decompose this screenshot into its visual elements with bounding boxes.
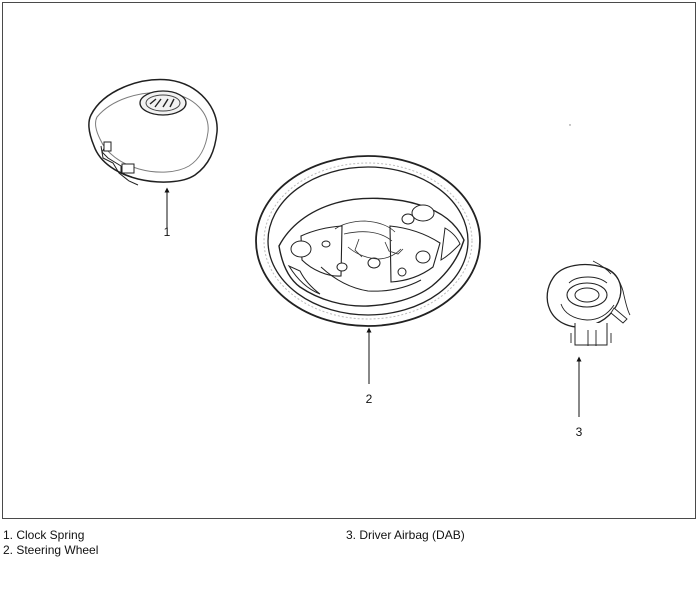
callout-label-1: 1 [163,225,171,239]
legend-item-2: 2. Steering Wheel [3,543,99,557]
exploded-parts-diagram [88,78,631,417]
airbag-module-illustration [88,78,218,186]
speck-mark [569,124,571,126]
legend-left: 1. Clock Spring 2. Steering Wheel [3,528,98,558]
legend-item-3: 3. Driver Airbag (DAB) [346,528,465,542]
steering-wheel-illustration [255,155,481,327]
callout-label-2: 2 [365,392,373,406]
legend-right: 3. Driver Airbag (DAB) [346,528,465,543]
legend-item-1: 1. Clock Spring [3,528,85,542]
callout-label-3: 3 [575,425,583,439]
clock-spring-illustration [546,260,631,346]
diagram-frame: 1 2 3 [2,2,696,519]
